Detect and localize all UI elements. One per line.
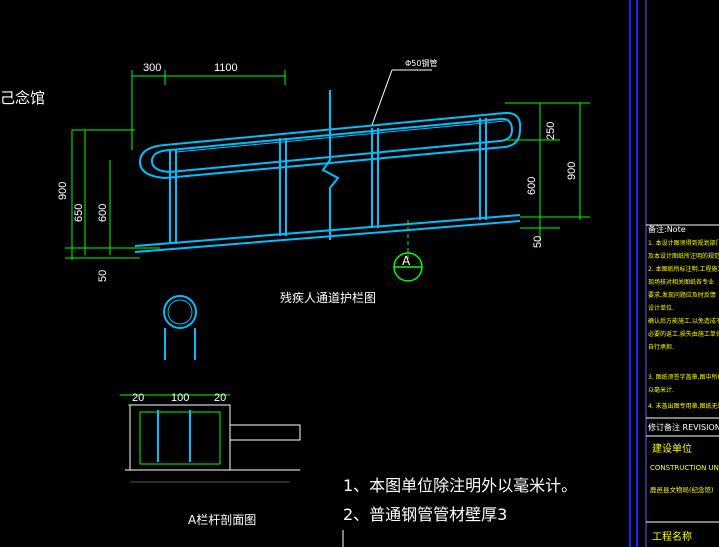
section-title: A栏杆剖面图 (188, 512, 256, 527)
title-block-notes: 1. 本设计图须得到规划部门认可 及本设计图纸所注明的规范要求 2. 本图纸所标… (648, 239, 719, 410)
dim-section-20a: 20 (132, 392, 144, 404)
railing-elevation (134, 90, 522, 253)
dimension-lines (65, 70, 590, 260)
note-1: 1、本图单位除注明外以毫米计。 (343, 476, 577, 495)
dim-900-right: 900 (566, 162, 578, 180)
note-line: 4. 未盖出图专用章,图纸无效. (648, 402, 719, 410)
note-2: 2、普通钢管管材壁厚3 (343, 505, 507, 524)
left-title-fragment: 己念馆 (0, 89, 45, 107)
client-en: CONSTRUCTION UNIT (650, 464, 719, 472)
client-cn: 建设单位 (652, 442, 692, 455)
notes-header: 备注:Note (648, 224, 686, 234)
dim-600-right: 600 (526, 177, 538, 195)
revisions-label: 修订备注 REVISIONS (648, 422, 719, 432)
project-label: 工程名称 (652, 530, 692, 543)
note-line: 必要的返工,损失由施工单位负 (648, 330, 719, 338)
dim-1100: 1100 (214, 62, 238, 74)
dim-650: 650 (73, 204, 85, 222)
client-name: 鹿邑县文物局(纪念馆) (650, 485, 714, 494)
pipe-callout: Φ50钢管 (405, 58, 437, 68)
title-block: 备注:Note 1. 本设计图须得到规划部门认可 及本设计图纸所注明的规范要求 … (629, 0, 719, 547)
note-line: 2. 本图纸所标注明.工程施工应 (648, 265, 719, 273)
note-line: 1. 本设计图须得到规划部门认可 (648, 239, 719, 247)
pipe-callout-leader (371, 69, 393, 126)
note-line: 确认后方能施工,以免造成不 (648, 317, 719, 325)
dim-250: 250 (545, 122, 557, 140)
section-detail (120, 295, 301, 483)
note-line: 3. 图纸须签字盖章,图中所标尺寸 (648, 373, 719, 381)
note-line: 设计单位. (648, 304, 674, 312)
note-line: 以毫米计. (648, 386, 674, 394)
section-mark-label: A (402, 254, 411, 268)
dim-600-left: 600 (97, 204, 109, 222)
dim-section-20b: 20 (214, 392, 226, 404)
note-line: 及本设计图纸所注明的规范要求 (648, 252, 719, 260)
dim-section-100: 100 (171, 392, 189, 404)
dim-50-right: 50 (532, 236, 544, 248)
dim-50-left: 50 (97, 270, 109, 282)
railing-title: 残疾人通道护栏图 (280, 290, 376, 305)
dim-300: 300 (143, 62, 161, 74)
note-line: 现场核对相关图纸各专业 (648, 278, 714, 286)
dim-900-left: 900 (57, 182, 69, 200)
note-line: 要求,发现问题应及时反馈 (648, 291, 716, 299)
note-line: 自行承担. (648, 343, 674, 351)
